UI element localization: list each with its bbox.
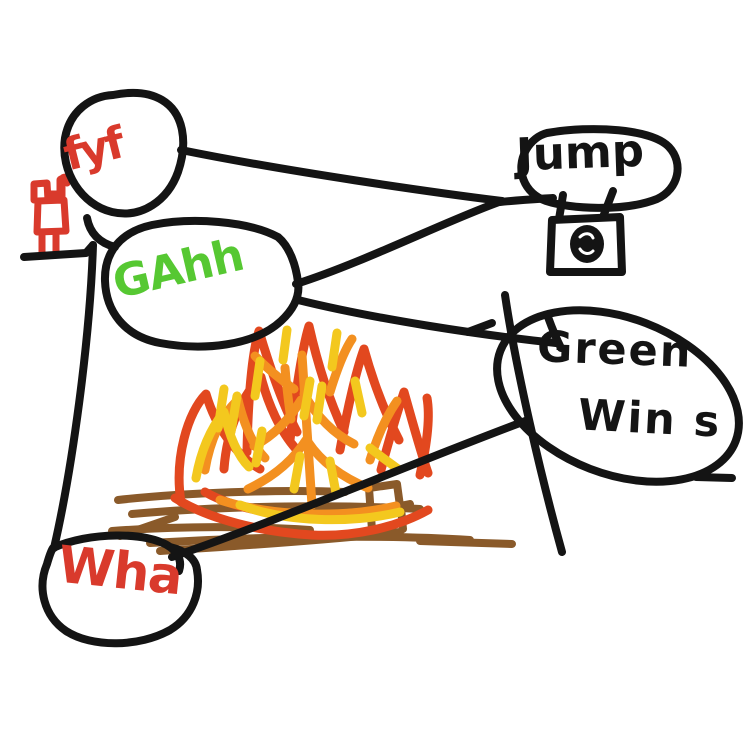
character-hand <box>44 173 71 198</box>
connector-scream-to-jump <box>292 197 506 288</box>
cliff-edge-line <box>50 241 97 552</box>
flame-stroke <box>250 356 265 401</box>
flame-stroke <box>278 325 292 365</box>
speech-text-greenwins-line2: Win s <box>576 390 723 448</box>
flame-stroke <box>327 328 342 372</box>
speech-bubble-yell-outline <box>60 88 188 218</box>
speech-text-jump: Jump <box>515 123 645 182</box>
jump-button-box <box>546 213 626 276</box>
letter-s-underline <box>692 473 736 482</box>
speech-bubble-greenwins-outline <box>493 306 743 486</box>
log <box>114 487 349 504</box>
flame-stroke <box>299 376 315 421</box>
flame-stroke <box>325 456 341 498</box>
greenwins-tail-line <box>501 291 566 556</box>
speech-bubble-jump-outline <box>517 125 682 212</box>
flame-stroke <box>191 407 254 483</box>
speech-text-greenwins-line1: Green <box>536 322 694 378</box>
connector-end-tick <box>544 313 565 352</box>
button-glyph-highlight <box>578 232 595 255</box>
campfire-flames-yellow <box>191 325 405 525</box>
flame-stroke <box>243 435 311 494</box>
flame-stroke <box>325 334 357 397</box>
greenwins-vertex-dash <box>464 319 496 336</box>
connector-scream-to-greenwins <box>294 296 560 347</box>
black-ink-lines <box>20 88 743 648</box>
speech-bubble-wha-outline <box>38 531 202 648</box>
character-body <box>33 196 70 236</box>
flame-stroke <box>289 451 305 494</box>
jump-button-tabs <box>555 187 617 223</box>
greenwins-tail-to-fire <box>168 416 532 561</box>
flame-stroke <box>312 381 327 425</box>
flame-stroke <box>170 493 433 540</box>
flame-stroke <box>415 393 433 480</box>
flame-stroke <box>280 363 296 424</box>
flame-stroke <box>251 426 267 468</box>
button-glyph <box>570 225 604 263</box>
red-character <box>30 173 71 258</box>
character-legs <box>38 228 60 258</box>
connector-yell-to-jump <box>177 146 506 205</box>
speech-text-wha: Wha <box>55 535 185 608</box>
log <box>416 537 516 548</box>
flame-stroke <box>285 321 349 445</box>
speech-text-yell: fyf <box>58 117 128 182</box>
flame-stroke <box>235 500 405 525</box>
flame-stroke <box>350 376 367 418</box>
